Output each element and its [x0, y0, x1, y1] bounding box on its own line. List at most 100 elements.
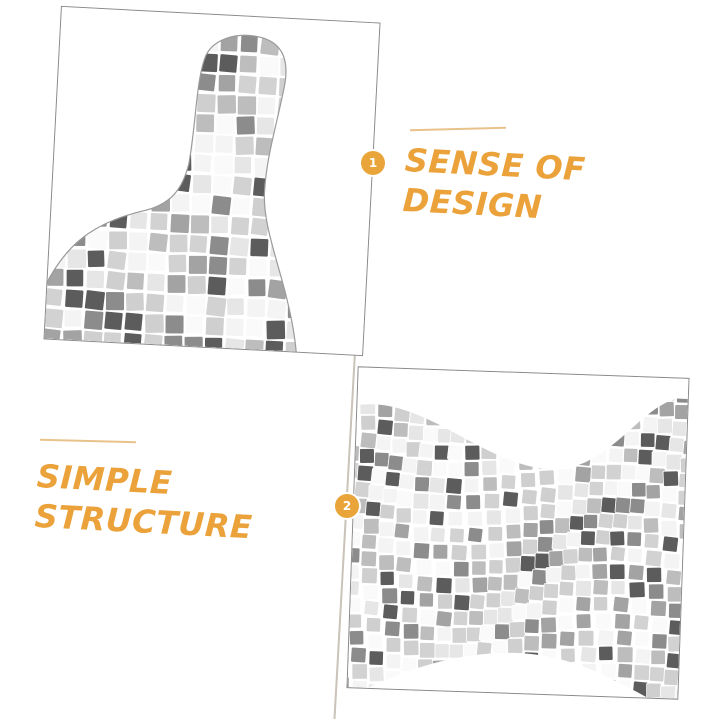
mirror-tile: [617, 662, 634, 679]
mirror-tile: [201, 7, 221, 11]
mirror-tile: [522, 522, 539, 538]
mirror-tile: [190, 214, 210, 235]
mirror-tile: [350, 646, 367, 664]
mirror-tile: [128, 231, 149, 252]
mirror-tile: [165, 293, 185, 313]
mirror-tile: [603, 480, 620, 497]
mirror-tile: [539, 486, 557, 504]
mirror-tile: [595, 612, 612, 630]
mirror-tile: [674, 404, 689, 420]
mirror-tile: [663, 552, 681, 570]
mirror-tile: [634, 630, 650, 647]
mirror-tile: [44, 104, 53, 124]
mirror-tile: [428, 476, 446, 495]
mirror-tile: [656, 417, 673, 434]
mirror-tile: [44, 84, 55, 105]
mirror-tile: [384, 471, 401, 488]
mirror-tile: [44, 225, 48, 247]
mirror-tile: [610, 580, 626, 596]
mirror-tile: [347, 564, 360, 581]
mirror-tile: [235, 115, 256, 136]
mirror-tile: [44, 165, 50, 185]
mirror-tile: [616, 646, 634, 664]
mirror-tile: [571, 498, 588, 516]
mirror-tile: [303, 7, 322, 17]
mirror-tile: [377, 536, 395, 555]
mirror-tile: [628, 581, 646, 599]
mirror-tile: [264, 339, 284, 352]
mirror-tile: [347, 530, 362, 546]
mirror-tile: [66, 248, 88, 269]
mirror-tile: [215, 114, 236, 135]
mirror-tile: [597, 512, 615, 530]
mirror-tile: [361, 533, 377, 550]
mirror-tile: [648, 666, 665, 683]
mirror-tile: [228, 236, 250, 258]
mirror-tile: [246, 298, 266, 318]
mirror-tile: [168, 233, 189, 254]
mirror-tile: [464, 444, 481, 461]
mirror-tile: [626, 531, 643, 547]
mirror-tile: [44, 206, 49, 226]
mirror-tile: [122, 332, 143, 352]
mirror-tile: [374, 184, 379, 202]
mirror-tile: [665, 453, 683, 471]
mirror-tile: [677, 671, 689, 689]
mirror-tile: [630, 597, 648, 615]
mirror-tile: [230, 216, 250, 237]
mirror-tile: [631, 482, 647, 498]
mirror-tile: [682, 556, 689, 572]
mirror-tile: [395, 507, 412, 524]
mirror-tile: [382, 488, 398, 504]
mirror-tile: [363, 600, 380, 617]
mirror-tile: [646, 682, 662, 699]
mirror-tile: [451, 627, 469, 644]
mirror-tile: [505, 540, 523, 558]
mirror-tile: [447, 511, 464, 527]
mirror-tile: [668, 436, 685, 453]
mirror-tile: [465, 626, 482, 643]
mirror-tile: [562, 548, 579, 565]
mirror-tile: [677, 489, 689, 506]
mirror-tile: [633, 614, 650, 631]
mirror-tile: [247, 278, 267, 298]
mirror-tile: [627, 564, 645, 581]
mirror-tile: [598, 645, 614, 662]
mirror-tile: [396, 490, 414, 508]
mirror-tile: [678, 523, 689, 540]
mirror-tile: [523, 635, 540, 652]
mirror-tile: [483, 608, 500, 626]
mirror-tile: [401, 606, 418, 624]
mirror-tile: [365, 617, 382, 633]
mirror-tile: [347, 613, 362, 629]
mirror-tile: [558, 580, 575, 597]
mirror-tile: [369, 264, 379, 285]
mirror-tile: [347, 579, 360, 596]
mirror-tile: [434, 643, 450, 659]
mirror-tile: [643, 533, 660, 549]
mirror-tile: [171, 193, 191, 213]
mirror-tile: [574, 563, 591, 580]
mirror-tile: [504, 507, 522, 524]
mirror-tile: [538, 469, 556, 486]
mirror-tile: [391, 438, 408, 454]
mirror-tile: [106, 249, 128, 271]
mirror-tile: [551, 533, 569, 551]
mirror-tile: [557, 614, 574, 631]
mirror-tile: [505, 523, 522, 540]
mirror-tile: [379, 103, 380, 122]
mirror-tile: [528, 585, 545, 602]
mirror-tile: [146, 272, 166, 293]
mirror-tile: [577, 546, 594, 563]
mirror-tile: [588, 480, 604, 497]
mirror-tile: [348, 630, 365, 646]
mirror-tile: [469, 593, 486, 611]
mirror-tile: [105, 270, 127, 292]
mirror-tile: [244, 318, 265, 338]
mirror-tile: [363, 7, 379, 21]
mirror-tile: [379, 570, 395, 586]
mirror-tile: [149, 212, 169, 231]
mirror-tile: [651, 451, 668, 468]
mirror-tile: [439, 692, 456, 699]
